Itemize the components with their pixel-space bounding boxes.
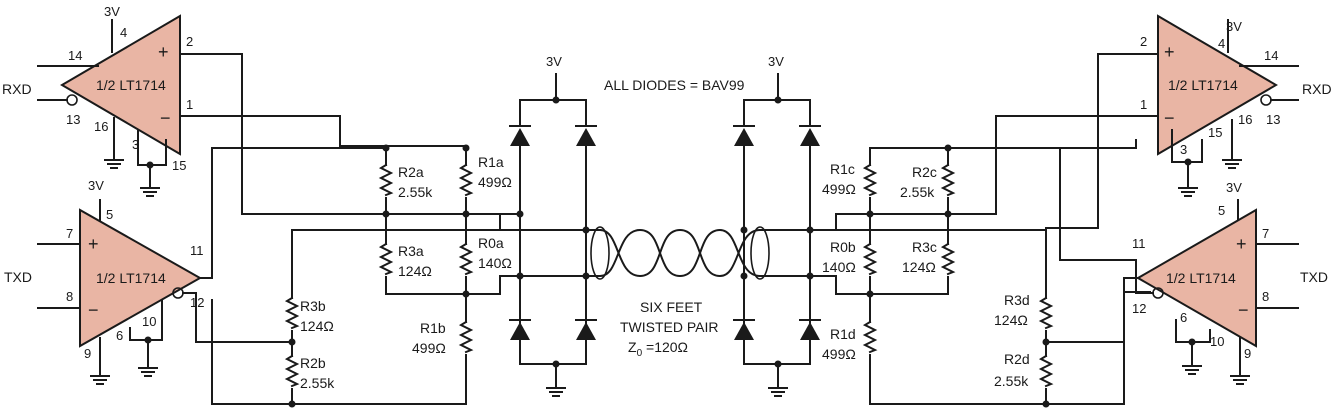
r2a-name: R2a: [398, 164, 424, 180]
pin-c-15: 15: [1208, 125, 1222, 140]
amp-d: 1/2 LT1714 + −: [1135, 208, 1257, 348]
amp-c-body: [1157, 14, 1278, 156]
r1b-name: R1b: [420, 320, 446, 336]
amp-b-plus: +: [88, 234, 99, 254]
pin-b-6: 6: [116, 328, 123, 343]
pin-d-10: 10: [1210, 334, 1224, 349]
pin-d-8: 8: [1262, 289, 1269, 304]
pin-b-8: 8: [66, 289, 73, 304]
amp-b: 1/2 LT1714 + −: [79, 208, 203, 348]
amp-c: 1/2 LT1714 + −: [1157, 14, 1278, 156]
cable-impedance: Z0 =120Ω: [628, 339, 688, 359]
pin-c-4: 4: [1218, 36, 1225, 51]
r0b-name: R0b: [830, 239, 856, 255]
amp-b-body: [79, 208, 203, 348]
diode-clamp-right: 3V: [733, 54, 821, 397]
pin-c-1: 1: [1140, 97, 1147, 112]
pin-d-12: 12: [1132, 301, 1146, 316]
amp-d-minus: −: [1238, 300, 1249, 320]
diode-clamp-left: 3V: [509, 54, 597, 397]
r1d-name: R1d: [830, 326, 856, 342]
diodes-note: ALL DIODES = BAV99: [604, 77, 745, 93]
pin-a-16: 16: [94, 119, 108, 134]
pin-a-13: 13: [66, 112, 80, 127]
twisted-pair: SIX FEET TWISTED PAIR Z0 =120Ω: [590, 226, 770, 359]
supply-diode-left: 3V: [546, 54, 562, 69]
r1d-value: 499Ω: [822, 346, 856, 362]
amp-c-minus: −: [1164, 108, 1175, 128]
pin-a-15: 15: [172, 158, 186, 173]
r1c-name: R1c: [830, 161, 855, 177]
pin-a-2: 2: [186, 34, 193, 49]
pin-b-9: 9: [84, 346, 91, 361]
txd-label-right: TXD: [1300, 269, 1328, 285]
pin-d-11: 11: [1132, 236, 1146, 251]
pin-d-9: 9: [1244, 346, 1251, 361]
r2d-name: R2d: [1004, 351, 1030, 367]
r3a-name: R3a: [398, 243, 424, 259]
supply-a: 3V: [104, 4, 120, 19]
amp-a-label: 1/2 LT1714: [96, 77, 166, 93]
r3d-value: 124Ω: [994, 312, 1028, 328]
pin-d-5: 5: [1218, 203, 1225, 218]
r2c-name: R2c: [912, 164, 937, 180]
r3c-name: R3c: [912, 239, 937, 255]
supply-b: 3V: [88, 178, 104, 193]
txd-label-left: TXD: [4, 269, 32, 285]
pin-c-14: 14: [1264, 48, 1278, 63]
pin-b-5: 5: [106, 207, 113, 222]
r1a-name: R1a: [478, 154, 504, 170]
pin-a-1: 1: [186, 97, 193, 112]
pin-b-12: 12: [190, 295, 204, 310]
r3c-value: 124Ω: [902, 259, 936, 275]
r2b-value: 2.55k: [300, 375, 335, 391]
amp-a-minus: −: [160, 108, 171, 128]
amp-d-plus: +: [1236, 234, 1247, 254]
pin-c-13: 13: [1266, 112, 1280, 127]
amp-a-body: [60, 14, 181, 156]
pin-a-14: 14: [68, 48, 82, 63]
pin-b-7: 7: [66, 226, 73, 241]
r2b-name: R2b: [300, 355, 326, 371]
rxd-label-left: RXD: [2, 81, 32, 97]
r2c-value: 2.55k: [900, 184, 935, 200]
supply-d: 3V: [1226, 180, 1242, 195]
amp-d-label: 1/2 LT1714: [1166, 270, 1236, 286]
cable-line1: SIX FEET: [640, 299, 703, 315]
pin-d-7: 7: [1262, 226, 1269, 241]
r0a-value: 140Ω: [478, 255, 512, 271]
r1a-value: 499Ω: [478, 174, 512, 190]
pin-d-6: 6: [1180, 310, 1187, 325]
r1c-value: 499Ω: [822, 181, 856, 197]
amp-c-plus: +: [1164, 42, 1175, 62]
amp-c-label: 1/2 LT1714: [1168, 77, 1238, 93]
pin-a-3: 3: [132, 137, 139, 152]
r3a-value: 124Ω: [398, 263, 432, 279]
supply-diode-right: 3V: [768, 54, 784, 69]
pin-b-10: 10: [142, 314, 156, 329]
r2a-value: 2.55k: [398, 184, 433, 200]
amp-b-minus: −: [88, 300, 99, 320]
r3b-value: 124Ω: [300, 318, 334, 334]
r0b-value: 140Ω: [822, 259, 856, 275]
r0a-name: R0a: [478, 235, 504, 251]
r3b-name: R3b: [300, 298, 326, 314]
pin-a-4: 4: [120, 25, 127, 40]
amp-a: 1/2 LT1714 + −: [60, 14, 181, 156]
amp-a-plus: +: [158, 42, 169, 62]
pin-c-2: 2: [1140, 34, 1147, 49]
r3d-name: R3d: [1004, 292, 1030, 308]
amp-b-label: 1/2 LT1714: [96, 270, 166, 286]
rxd-label-right: RXD: [1302, 81, 1332, 97]
r2d-value: 2.55k: [994, 373, 1029, 389]
pin-c-16: 16: [1238, 112, 1252, 127]
pin-c-3: 3: [1180, 142, 1187, 157]
cable-line2: TWISTED PAIR: [620, 319, 719, 335]
r1b-value: 499Ω: [412, 340, 446, 356]
supply-c: 3V: [1226, 19, 1242, 34]
amp-d-body: [1135, 208, 1257, 348]
pin-b-11: 11: [190, 243, 204, 258]
